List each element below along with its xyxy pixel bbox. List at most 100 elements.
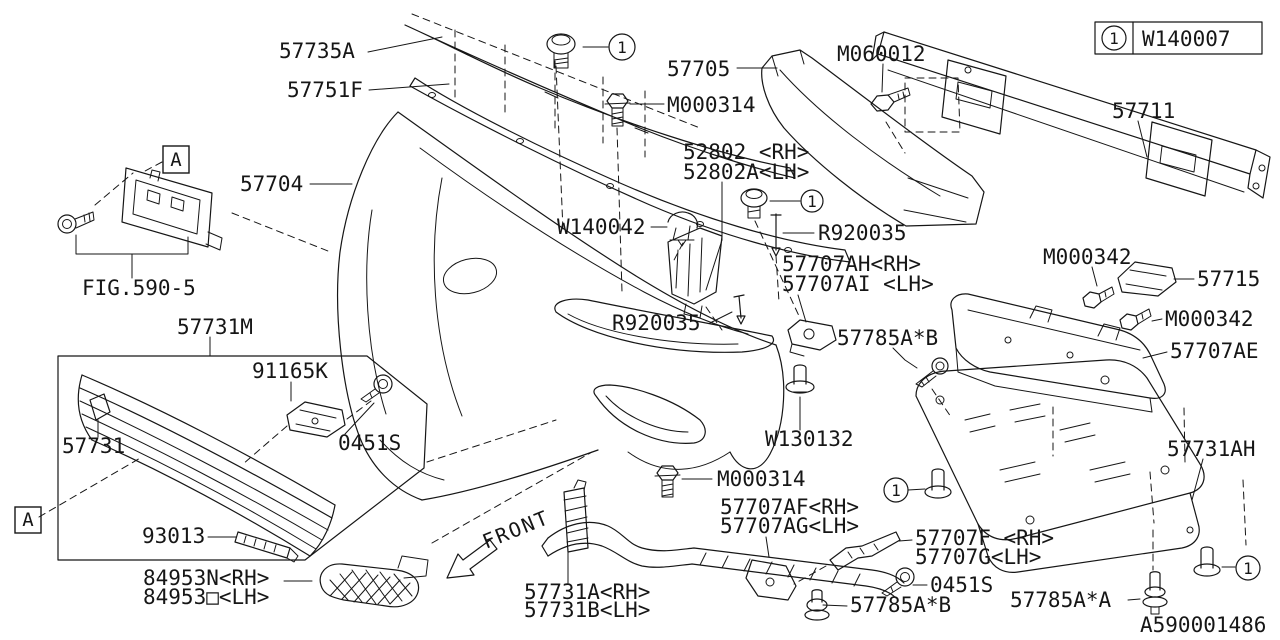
- part-label: 57711: [1112, 99, 1175, 123]
- bracket-52802: [667, 227, 723, 319]
- callout-circle: [608, 33, 636, 61]
- beam-57711: [871, 31, 1271, 199]
- bolt-m060012-icon: [870, 87, 911, 112]
- part-label: 57785A*B: [837, 326, 938, 350]
- part-label: A590001486: [1140, 613, 1266, 637]
- part-label: 52802A<LH>: [683, 160, 809, 184]
- clip-57731-icon: [89, 393, 111, 431]
- strip-93013: [234, 531, 299, 563]
- part-label: W130132: [765, 427, 854, 451]
- hidden-outline-dashes: [411, 13, 701, 158]
- part-label: 57751F: [287, 78, 363, 102]
- part-label: 57707AE: [1170, 339, 1259, 363]
- bolt-callout1-icon: [546, 33, 576, 69]
- callout-circle: [883, 477, 909, 503]
- part-label: 93013: [142, 524, 205, 548]
- callout-circle: [1235, 555, 1261, 581]
- part-label: 0451S: [930, 573, 993, 597]
- callout-circle: [800, 189, 824, 213]
- part-label: 0451S: [338, 431, 401, 455]
- grommet-undercover-icon: [1193, 546, 1221, 577]
- part-label: M000314: [667, 93, 756, 117]
- bracket-57707AH: [787, 319, 837, 357]
- section-markers: AA: [14, 145, 190, 534]
- section-marker-letter: A: [22, 509, 34, 531]
- pin-r920035-icon-2: [733, 294, 746, 325]
- part-label: 57731: [62, 434, 125, 458]
- part-label: R920035: [612, 311, 701, 335]
- part-label: 57707AG<LH>: [720, 514, 859, 538]
- legend-part-number: W140007: [1142, 27, 1231, 51]
- part-label: 57731M: [177, 315, 253, 339]
- grille-57731M: [77, 374, 336, 557]
- part-label: M060012: [837, 42, 926, 66]
- leader-lines: [97, 36, 1236, 607]
- part-label: W140042: [557, 215, 646, 239]
- part-label: FIG.590-5: [82, 276, 196, 300]
- part-label: 91165K: [252, 359, 328, 383]
- part-label: M000314: [717, 467, 806, 491]
- fog-cover-84953: [319, 555, 429, 608]
- part-label: 57707G<LH>: [915, 545, 1041, 569]
- callout-number: 1: [617, 38, 627, 57]
- strip-57731A: [563, 479, 589, 553]
- part-label: 57785A*B: [850, 593, 951, 617]
- part-label: 57715: [1197, 267, 1260, 291]
- part-label: 57731A<RH>: [524, 580, 650, 604]
- part-label: 57704: [240, 172, 303, 196]
- absorber-57705: [761, 49, 985, 227]
- part-label: 57707F <RH>: [915, 526, 1054, 550]
- clip-w140042-icon: [667, 211, 699, 247]
- part-label: 57707AF<RH>: [720, 495, 859, 519]
- part-label: 57735A: [279, 39, 355, 63]
- legend-box: [1094, 21, 1263, 55]
- part-label: M000342: [1165, 307, 1254, 331]
- bumper-cover-57704: [337, 111, 785, 501]
- bolt-m000342-icon-2: [1119, 308, 1152, 331]
- part-label: 57731B<LH>: [524, 598, 650, 622]
- callout-circles: 1 1 1 1: [608, 33, 1261, 581]
- part-label: M000342: [1043, 245, 1132, 269]
- grille-enclosure-box: [57, 355, 428, 561]
- part-label: 57785A*A: [1010, 588, 1112, 612]
- bracket-91165K: [286, 401, 346, 438]
- retainer-strip-57735A: [404, 24, 796, 179]
- fig-ref-bracket-lines: [75, 161, 329, 279]
- retainer-strip-57751F: [409, 77, 851, 263]
- part-label: 84953N<RH>: [143, 566, 269, 590]
- bolt-57785aa-icon: [1142, 571, 1168, 615]
- panel-57707AE: [950, 293, 1166, 413]
- bolt-m000342-icon: [1082, 286, 1115, 309]
- part-label: 84953□<LH>: [143, 585, 269, 609]
- license-bracket: [121, 167, 223, 251]
- section-marker-box: [162, 145, 190, 174]
- license-screw-icon: [57, 211, 95, 234]
- front-arrow-icon: [446, 539, 498, 579]
- screw-0451s-icon-1: [360, 374, 393, 403]
- part-label: 57707AH<RH>: [782, 252, 921, 276]
- section-marker-letter: A: [170, 149, 182, 171]
- part-label: 57731AH: [1167, 437, 1256, 461]
- callout-number: 1: [891, 481, 901, 500]
- bolt-callout2-icon: [740, 188, 768, 219]
- assembly-dash-lines: [38, 65, 1247, 585]
- undercover-57731AH: [915, 359, 1205, 573]
- bolt-m000314-icon-2: [654, 465, 681, 498]
- grommet-w130132-icon: [785, 364, 815, 394]
- part-label: 57705: [667, 57, 730, 81]
- legend-callout-number: 1: [1109, 29, 1119, 48]
- part-label: 52802 <RH>: [683, 140, 809, 164]
- section-marker-box: [14, 506, 42, 534]
- part-label: R920035: [818, 221, 907, 245]
- pin-r920035-icon: [770, 213, 782, 257]
- bracket-57715: [1117, 261, 1177, 297]
- callout-number: 1: [1243, 559, 1253, 578]
- slider-57707F: [829, 531, 901, 571]
- clip-undercover-icon: [924, 468, 952, 499]
- bolt-m000314-icon-1: [604, 93, 631, 127]
- screw-0451s-icon-2: [881, 567, 915, 597]
- callout-number: 1: [807, 192, 817, 211]
